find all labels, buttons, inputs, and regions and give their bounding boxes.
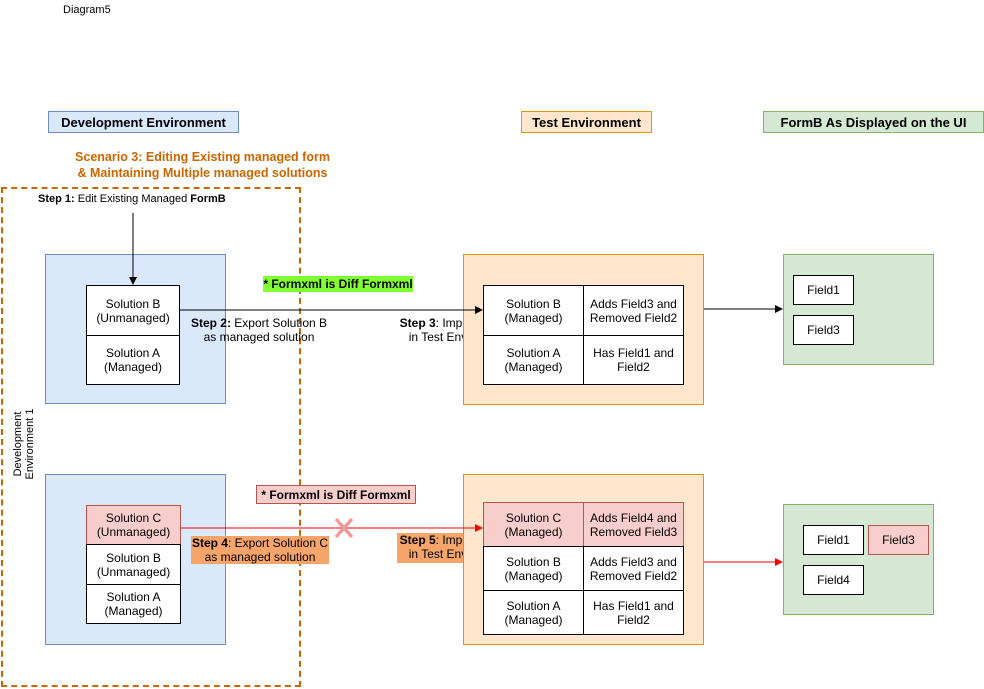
dev-solution-c-unmanaged: Solution C(Unmanaged) <box>86 505 181 545</box>
cell-line: (Managed) <box>504 612 563 627</box>
cell-line: (Managed) <box>103 360 163 374</box>
cell-line: Solution C <box>105 511 162 525</box>
dev-solution-a-managed-bottom: Solution A(Managed) <box>86 584 181 624</box>
cell-line: (Managed) <box>504 568 563 583</box>
step-2-prefix: Step 2: <box>190 316 231 330</box>
step-5-prefix: Step 5 <box>399 533 436 547</box>
cell-line: Has Field1 and <box>593 598 674 613</box>
cell-line: (Managed) <box>104 604 163 618</box>
cell-line: Field2 <box>617 360 650 374</box>
diagram-title: Diagram5 <box>63 4 111 16</box>
step-4-label: Step 4: Export Solution C as managed sol… <box>191 536 329 564</box>
header-development-environment: Development Environment <box>48 111 239 133</box>
step-4-text-line-2: as managed solution <box>204 550 316 564</box>
ui-field1-top: Field1 <box>793 275 854 305</box>
cell-line: Solution C <box>505 510 562 525</box>
step-1-prefix: Step 1: <box>38 193 75 205</box>
scenario-line-2: & Maintaining Multiple managed solutions <box>77 166 328 180</box>
cell-line: Solution B <box>506 296 561 311</box>
cell-line: Removed Field3 <box>589 524 678 539</box>
step-1-formb: FormB <box>190 193 226 205</box>
step-1-text: Edit Existing Managed <box>74 193 191 205</box>
ui-field3-top: Field3 <box>793 315 854 345</box>
test-solution-b-managed-bottom: Solution B(Managed) <box>483 546 584 591</box>
development-environment-1-boundary <box>1 187 301 687</box>
cross-mark-icon <box>334 517 354 539</box>
cell-line: Solution A <box>105 346 161 360</box>
cell-line: Solution B <box>506 554 561 569</box>
cell-line: (Managed) <box>504 310 563 325</box>
ui-field1-bottom: Field1 <box>803 525 864 555</box>
cell-line: Removed Field2 <box>589 568 678 583</box>
step-1-label: Step 1: Edit Existing Managed FormB <box>38 193 226 205</box>
ui-panel-bottom <box>783 504 934 615</box>
step-4-prefix: Step 4 <box>191 536 228 550</box>
step-2-label: Step 2: Export Solution B as managed sol… <box>188 316 330 344</box>
dev-solution-a-managed: Solution A(Managed) <box>86 335 180 385</box>
step-5-text-line-2: in Test Env <box>408 547 468 561</box>
cell-line: Solution B <box>105 296 161 311</box>
cell-line: (Managed) <box>504 360 563 374</box>
cell-line: Solution A <box>506 346 561 360</box>
cell-line: Adds Field4 and <box>590 510 677 525</box>
test-solution-a-managed-bottom: Solution A(Managed) <box>483 590 584 635</box>
header-formb-ui: FormB As Displayed on the UI <box>763 111 984 133</box>
step-3-text-line-2: in Test Env <box>408 330 468 344</box>
cell-line: Solution A <box>106 590 161 604</box>
cell-line: (Unmanaged) <box>96 564 171 579</box>
note-formxml-diff-bottom: * Formxml is Diff Formxml <box>256 485 416 504</box>
step-3-prefix: Step 3 <box>399 316 436 330</box>
cell-line: Solution B <box>106 550 161 565</box>
step-2-text: Export Solution B <box>230 316 328 330</box>
cell-line: Adds Field3 and <box>590 296 677 311</box>
scenario-line-1: Scenario 3: Editing Existing managed for… <box>75 150 330 164</box>
dev-solution-b-unmanaged-bottom: Solution B(Unmanaged) <box>86 544 181 585</box>
ui-field3-bottom: Field3 <box>868 525 929 555</box>
step-4-text: : Export Solution C <box>227 536 329 550</box>
cell-line: Has Field1 and <box>593 346 674 360</box>
cell-line: Field2 <box>617 612 650 627</box>
scenario-title: Scenario 3: Editing Existing managed for… <box>30 149 375 181</box>
ui-panel-top <box>783 254 934 365</box>
header-test-environment: Test Environment <box>521 111 652 133</box>
cell-line: Solution A <box>506 598 561 613</box>
cell-line: Removed Field2 <box>589 310 678 325</box>
test-solution-a-managed: Solution A(Managed) <box>483 335 584 385</box>
cell-line: (Managed) <box>504 524 563 539</box>
test-solution-c-managed: Solution C(Managed) <box>483 502 584 547</box>
cell-line: (Unmanaged) <box>96 525 171 539</box>
note-formxml-diff-top: * Formxml is Diff Formxml <box>263 276 413 292</box>
ui-field4-bottom: Field4 <box>803 565 864 595</box>
cell-line: Adds Field3 and <box>590 554 677 569</box>
step-2-text-line-2: as managed solution <box>203 330 315 344</box>
cell-line: (Unmanaged) <box>96 310 170 325</box>
test-solution-b-managed: Solution B(Managed) <box>483 285 584 336</box>
